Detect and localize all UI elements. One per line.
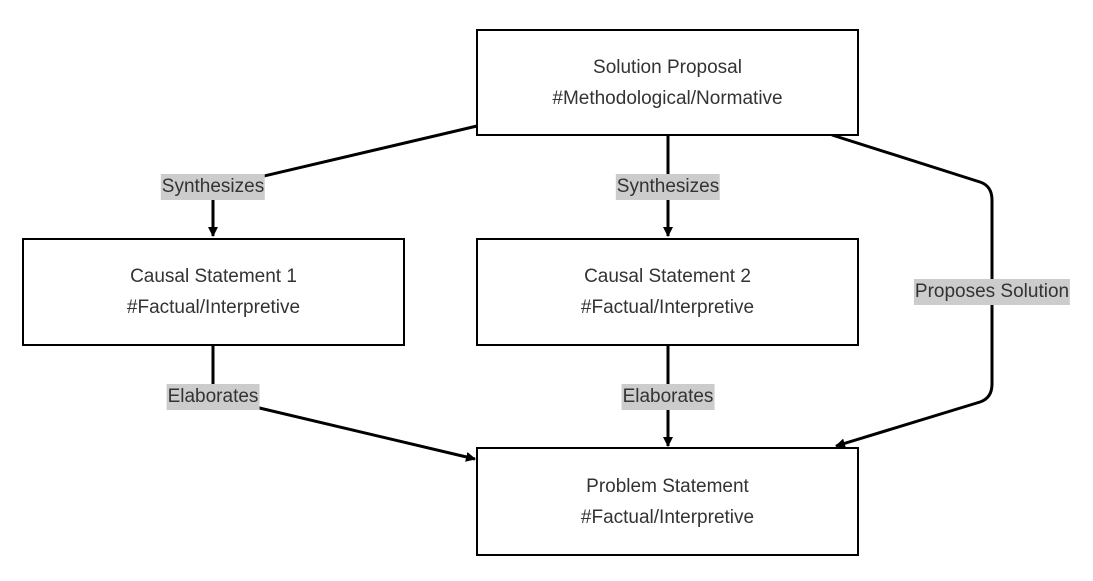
- node-title: Problem Statement: [586, 475, 749, 497]
- node-tag: #Methodological/Normative: [552, 87, 783, 109]
- edge-label-elaborates-1: Elaborates: [166, 384, 260, 410]
- edge-label-elaborates-2: Elaborates: [621, 384, 715, 410]
- node-title: Causal Statement 1: [130, 266, 297, 287]
- node-causal-statement-1: Causal Statement 1 #Factual/Interpretive: [22, 238, 405, 346]
- node-title: Causal Statement 2: [584, 266, 751, 287]
- node-problem-statement: Problem Statement #Factual/Interpretive: [476, 447, 859, 556]
- node-title: Solution Proposal: [593, 56, 742, 78]
- node-solution-proposal: Solution Proposal #Methodological/Normat…: [476, 29, 859, 136]
- edge-label-synthesizes-2: Synthesizes: [615, 174, 721, 200]
- node-tag: #Factual/Interpretive: [126, 297, 301, 318]
- edge-label-synthesizes-1: Synthesizes: [160, 174, 266, 200]
- node-causal-statement-2: Causal Statement 2 #Factual/Interpretive: [476, 238, 859, 346]
- node-tag: #Factual/Interpretive: [580, 297, 755, 318]
- edge-label-proposes-solution: Proposes Solution: [913, 279, 1071, 305]
- node-tag: #Factual/Interpretive: [580, 506, 755, 528]
